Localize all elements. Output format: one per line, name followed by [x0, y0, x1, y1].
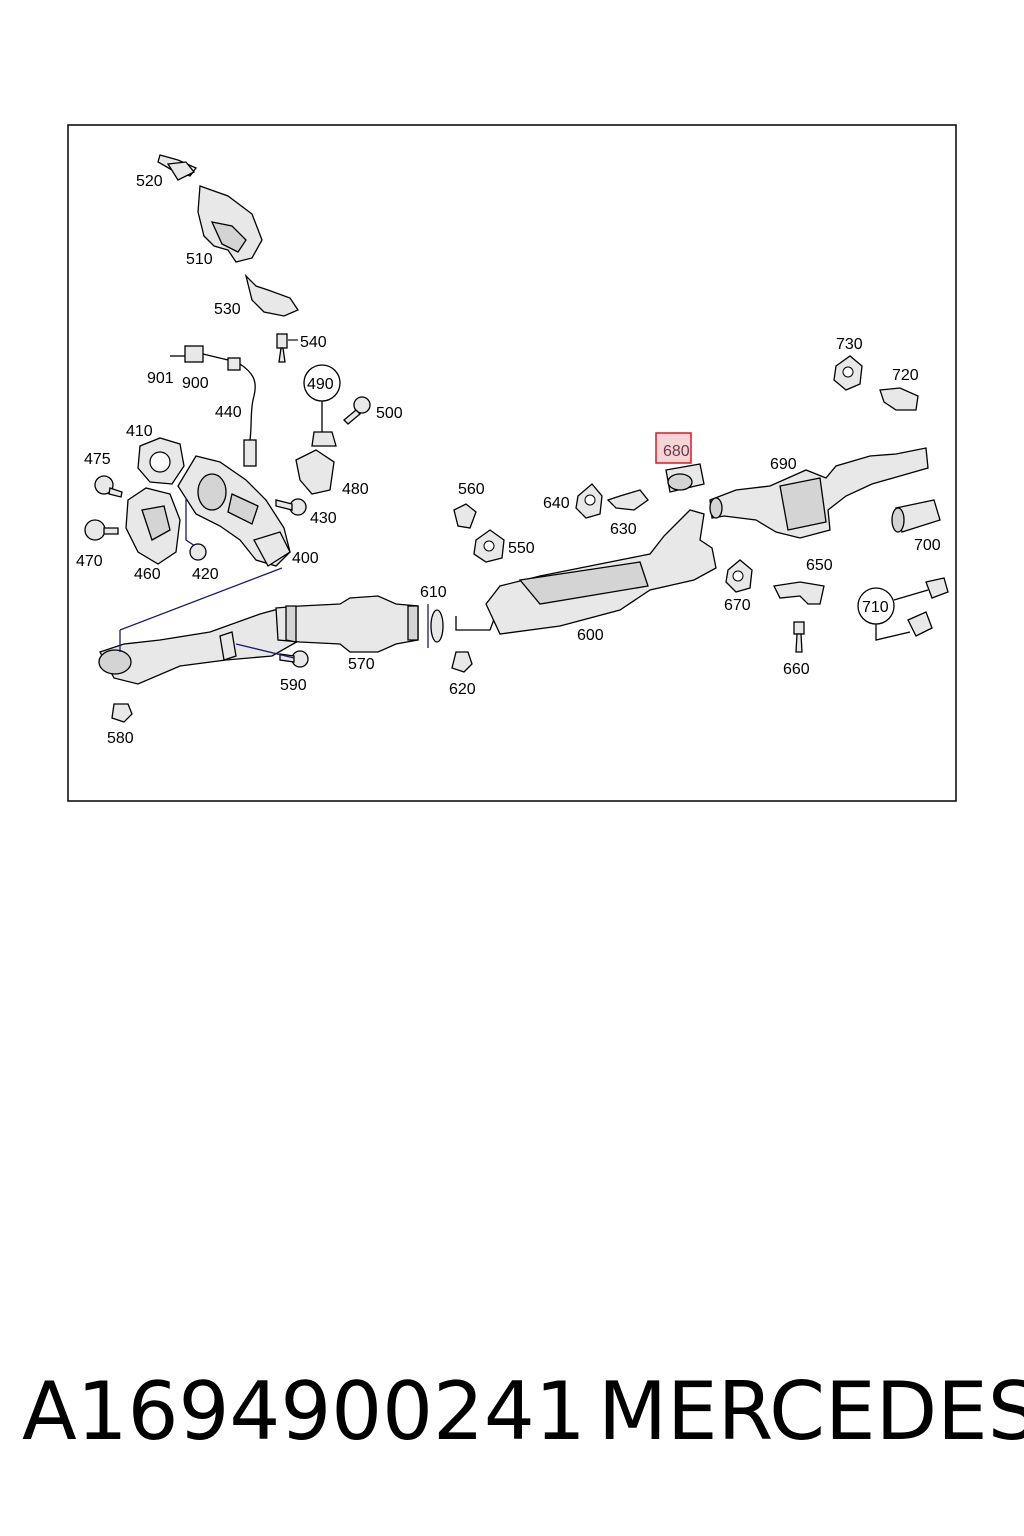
part-730-rubber-mount: [833, 355, 863, 391]
label-520[interactable]: 520: [136, 173, 163, 190]
part-900-sensor-plug: [170, 345, 241, 371]
exhaust-parts-diagram: 520 510 530 540 901 900 440 490 500 410 …: [67, 124, 957, 802]
label-460[interactable]: 460: [134, 566, 161, 583]
label-475[interactable]: 475: [84, 451, 111, 468]
brand-name: MERCEDES: [598, 1365, 1024, 1458]
label-630[interactable]: 630: [610, 521, 637, 538]
part-580-nut: [111, 703, 133, 723]
label-510[interactable]: 510: [186, 251, 213, 268]
label-680[interactable]: 680: [663, 443, 690, 460]
label-580[interactable]: 580: [107, 730, 134, 747]
part-560-hanger: [453, 503, 477, 529]
diagram-frame: [67, 124, 957, 802]
label-650[interactable]: 650: [806, 557, 833, 574]
part-580-front-pipe: [98, 607, 301, 685]
part-430-bolt: [275, 498, 307, 516]
part-410-gasket: [137, 437, 185, 485]
label-610[interactable]: 610: [420, 584, 447, 601]
part-700-tailpipe-tip: [891, 499, 941, 533]
part-660-bolt: [793, 621, 805, 653]
part-570-middle-catalyst: [275, 595, 419, 653]
label-590[interactable]: 590: [280, 677, 307, 694]
label-670[interactable]: 670: [724, 597, 751, 614]
label-710[interactable]: 710: [862, 599, 889, 616]
part-630-bracket: [606, 489, 649, 511]
label-720[interactable]: 720: [892, 367, 919, 384]
part-610-gasket: [427, 604, 444, 648]
callout-490: [303, 364, 341, 447]
part-530-bracket: [244, 273, 299, 317]
label-600[interactable]: 600: [577, 627, 604, 644]
part-420-nut: [189, 543, 207, 561]
label-550[interactable]: 550: [508, 540, 535, 557]
label-560[interactable]: 560: [458, 481, 485, 498]
label-730[interactable]: 730: [836, 336, 863, 353]
label-640[interactable]: 640: [543, 495, 570, 512]
part-480-bracket: [295, 449, 335, 495]
callout-710: [857, 577, 949, 641]
highlight-box-680[interactable]: [655, 432, 692, 464]
part-600-front-muffler: [455, 509, 717, 635]
part-690-rear-muffler: [709, 447, 929, 539]
label-700[interactable]: 700: [914, 537, 941, 554]
label-660[interactable]: 660: [783, 661, 810, 678]
label-400[interactable]: 400: [292, 550, 319, 567]
part-460-heat-shield: [125, 487, 181, 565]
part-720-bracket: [879, 387, 919, 411]
part-680-clamp: [665, 463, 705, 493]
part-640-rubber-mount: [575, 483, 603, 519]
label-900[interactable]: 900: [182, 375, 209, 392]
part-620-nut: [451, 651, 473, 673]
footer: A1694900241 MERCEDES: [0, 1372, 1024, 1472]
part-475-screw: [94, 475, 123, 498]
part-670-rubber-mount: [725, 559, 753, 593]
part-520-clip: [157, 154, 198, 181]
part-590-bolt: [279, 650, 309, 668]
part-440-oxygen-sensor: [239, 363, 257, 467]
label-410[interactable]: 410: [126, 423, 153, 440]
label-420[interactable]: 420: [192, 566, 219, 583]
label-440[interactable]: 440: [215, 404, 242, 421]
label-490[interactable]: 490: [307, 376, 334, 393]
label-530[interactable]: 530: [214, 301, 241, 318]
part-400-catalytic-converter: [177, 455, 291, 567]
label-620[interactable]: 620: [449, 681, 476, 698]
label-480[interactable]: 480: [342, 481, 369, 498]
part-470-bolt: [84, 519, 119, 541]
label-540[interactable]: 540: [300, 334, 327, 351]
label-570[interactable]: 570: [348, 656, 375, 673]
label-500[interactable]: 500: [376, 405, 403, 422]
label-430[interactable]: 430: [310, 510, 337, 527]
label-901[interactable]: 901: [147, 370, 174, 387]
part-number: A1694900241: [22, 1365, 586, 1458]
part-650-bracket: [773, 581, 825, 605]
part-550-rubber-mount: [473, 529, 505, 563]
part-540-bolt: [276, 333, 288, 363]
label-470[interactable]: 470: [76, 553, 103, 570]
label-690[interactable]: 690: [770, 456, 797, 473]
part-510-heat-shield: [197, 185, 263, 263]
part-500-bolt: [343, 396, 371, 425]
